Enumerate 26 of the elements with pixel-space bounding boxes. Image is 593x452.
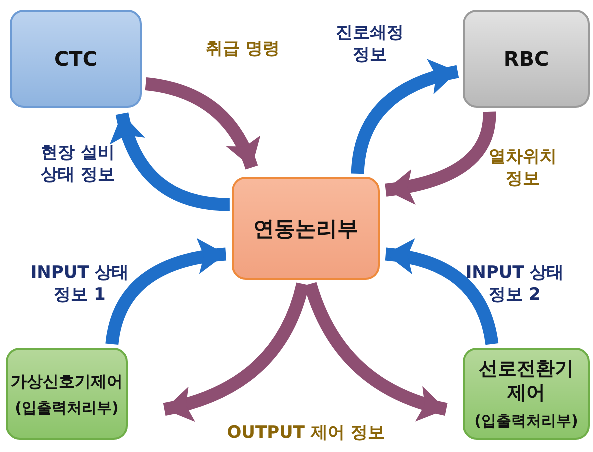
node-label: RBC (504, 46, 550, 72)
edge-label: 진로쇄정 정보 (335, 22, 405, 66)
node-subtitle: (입출력처리부) (474, 411, 578, 431)
terminal-box (10, 10, 142, 108)
curved-arrow (111, 112, 230, 212)
edge-label: 열차위치 정보 (488, 146, 558, 190)
output-label: OUTPUT 제어 정보 (226, 422, 386, 444)
node-label: 가상신호기제어 (11, 370, 123, 392)
process-box (6, 348, 128, 440)
curved-arrow (351, 60, 460, 174)
curved-arrow (385, 240, 499, 346)
edge-label: 취급 명령 (205, 38, 281, 60)
process-box (463, 348, 590, 440)
node-label: 연동논리부 (254, 216, 358, 242)
curved-arrow (163, 282, 310, 422)
terminal-box (463, 10, 590, 108)
curved-arrow (106, 239, 227, 346)
curved-arrow (304, 282, 448, 421)
edge-label: 현장 설비 상태 정보 (40, 142, 116, 186)
edge-label: INPUT 상태 정보 1 (30, 262, 130, 306)
edge-label: INPUT 상태 정보 2 (465, 262, 565, 306)
curved-arrow (145, 78, 260, 170)
process-box (232, 177, 380, 280)
node-label: 선로전환기 제어 (478, 357, 575, 405)
node-subtitle: (입출력처리부) (15, 398, 119, 418)
node-label: CTC (54, 46, 98, 72)
